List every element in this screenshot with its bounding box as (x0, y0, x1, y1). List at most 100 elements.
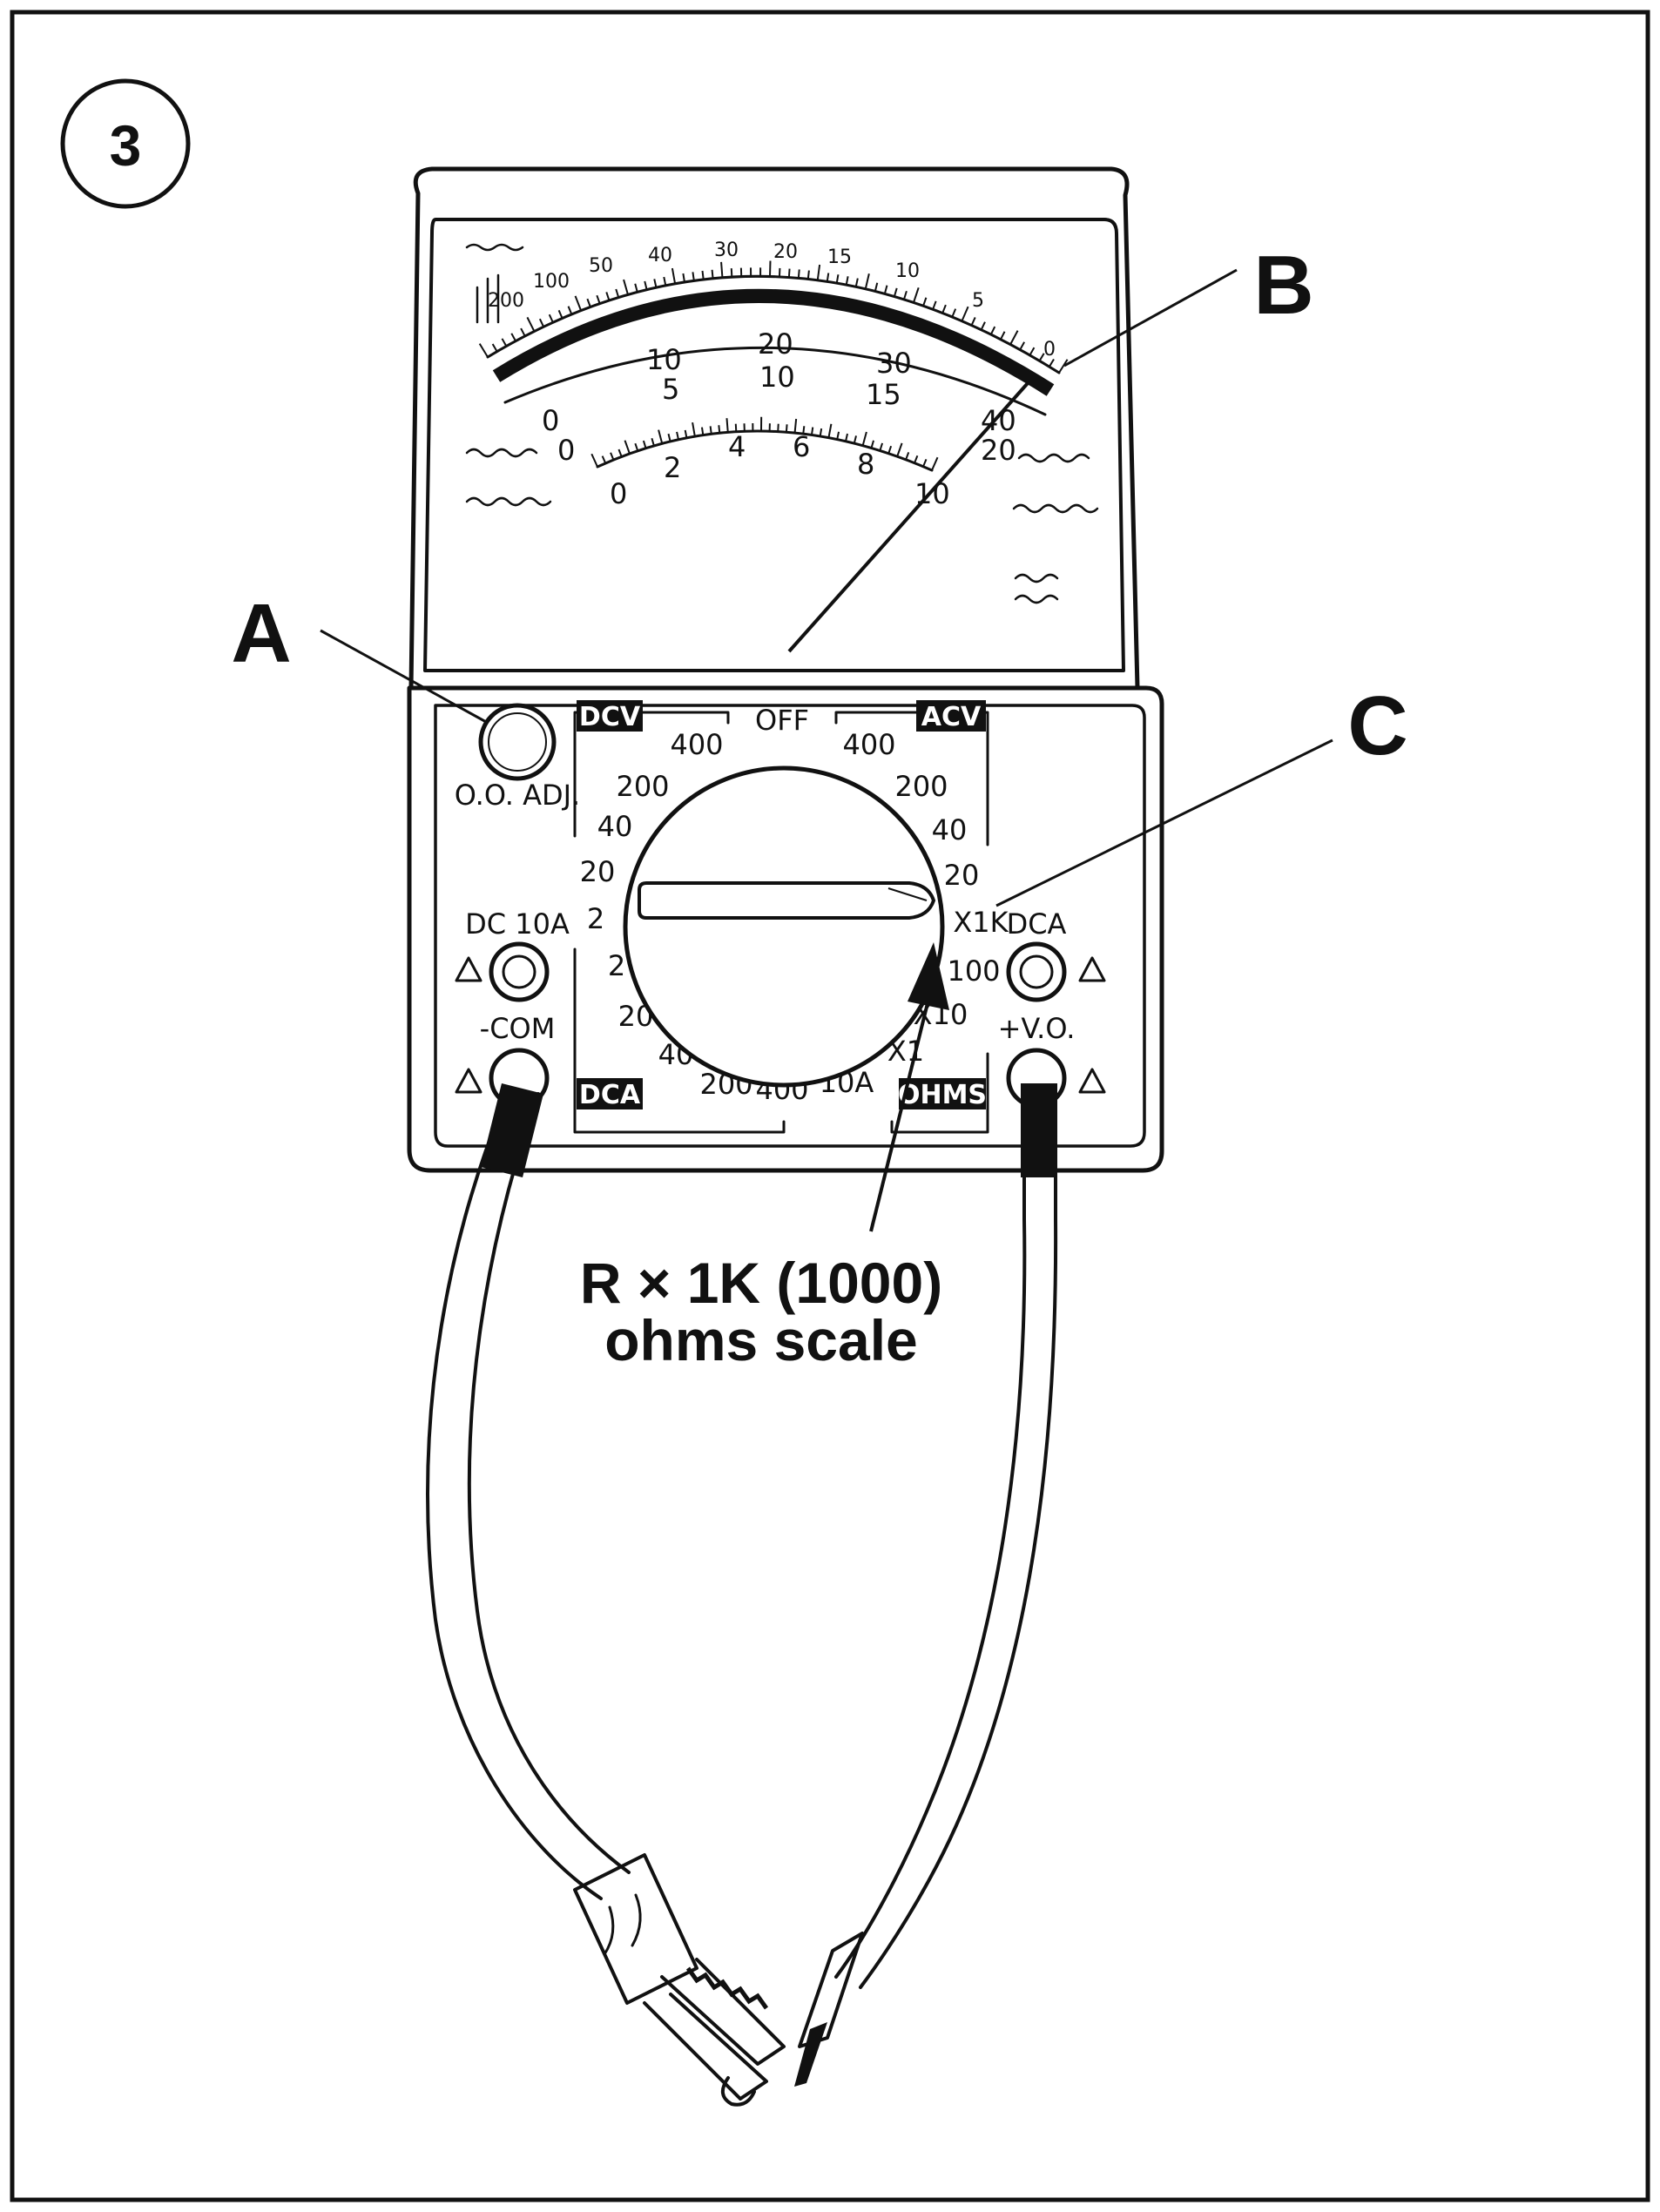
step-number: 3 (110, 113, 142, 178)
scale-label: 20 (981, 434, 1016, 467)
zero-adjust-control[interactable]: O.O. ADJ. (455, 703, 580, 812)
scale-tick (1019, 341, 1025, 351)
selector-dial[interactable] (623, 765, 945, 1088)
panel-face (434, 704, 1146, 1148)
callout-a-leader (320, 629, 489, 725)
alligator-clip-jaw-bottom (643, 1993, 768, 2101)
jack-dca-socket[interactable] (1006, 941, 1067, 1002)
ohms-scale-band (492, 288, 1055, 396)
scale-tick (1029, 347, 1036, 356)
callout-b-leader (1063, 268, 1238, 368)
zero-adjust-knob-ring (488, 712, 547, 772)
dcv-range-bracket (573, 711, 730, 838)
scale-tick (682, 273, 685, 283)
zero-adjust-knob[interactable] (478, 703, 557, 781)
dcv-range-labels: 400 200 40 20 2 (580, 728, 724, 935)
scale-tick (797, 269, 800, 279)
scale-tick (1048, 358, 1055, 368)
scale-tick (970, 317, 976, 326)
scale-tick (1009, 330, 1019, 345)
svg-text:OHMS: OHMS (898, 1080, 987, 1110)
caption-arrow-head (908, 942, 949, 1010)
scale-tick (870, 440, 874, 448)
ohms-badge: OHMS (898, 1078, 987, 1110)
scale-tick (478, 343, 489, 358)
probe-tip-right (798, 1932, 864, 2048)
range-label: 400 (670, 728, 723, 761)
ohms-tick-label: 10 (895, 260, 920, 282)
clip-boot-shading (603, 1893, 642, 1956)
figure-frame (10, 10, 1650, 2202)
scale-tick (624, 440, 631, 455)
dcv-badge: DCV (577, 700, 643, 732)
range-label: 2 (587, 902, 604, 935)
warning-icon (1078, 1068, 1106, 1094)
scale-tick (720, 261, 724, 278)
jack-vo-label: +V.O. (998, 1012, 1076, 1045)
scale-label: 10 (759, 361, 795, 394)
range-label: 2 (608, 949, 625, 982)
lead-right-outer (834, 1087, 1027, 1979)
scale-tick (605, 292, 611, 301)
scale-tick (634, 283, 638, 293)
range-label: X1K (953, 906, 1009, 939)
range-selector[interactable] (623, 765, 945, 1088)
dca-range-bracket (573, 948, 786, 1134)
scale-tick (663, 276, 667, 287)
jack-dc10a-socket[interactable] (489, 941, 550, 1002)
scale-tick (601, 455, 607, 464)
scale-tick (816, 264, 821, 280)
ohms-tick-label: 200 (488, 290, 524, 312)
scale-label: 20 (758, 327, 793, 361)
scale-tick (651, 437, 655, 447)
jack-dca-label: DCA (1007, 907, 1067, 941)
display-window (423, 218, 1125, 672)
clip-tip (721, 2076, 756, 2107)
scale-tick (610, 452, 615, 461)
ohms-tick-label: 100 (533, 271, 570, 293)
scale-tick (879, 442, 884, 451)
range-label: 20 (580, 855, 616, 888)
step-marker: 3 (60, 78, 191, 209)
scale-tick (596, 294, 601, 304)
svg-text:DCA: DCA (579, 1080, 641, 1110)
jack-dc10a[interactable]: DC 10A (465, 907, 570, 1002)
jack-dca[interactable]: DCA (1006, 907, 1067, 1002)
scale-tick (845, 433, 848, 442)
current-tick-marks (590, 416, 939, 471)
selector-knob-handle[interactable] (638, 881, 936, 920)
scale-tick (835, 274, 840, 284)
scale-tick (883, 285, 888, 294)
svg-text:ACV: ACV (921, 702, 982, 732)
scale-tick (709, 426, 712, 435)
probe-needle-right (794, 2022, 827, 2087)
scale-tick (961, 306, 969, 322)
scale-tick (692, 421, 696, 437)
panel-housing (407, 685, 1164, 1173)
scale-tick (785, 424, 788, 433)
ohms-tick-label: 50 (589, 255, 613, 277)
scale-tick (615, 288, 620, 298)
scale-tick (676, 431, 679, 440)
ohms-scale-labels: 200 100 50 40 30 20 15 10 5 0 (488, 239, 1056, 361)
scale-tick (853, 435, 857, 444)
scale-tick (931, 456, 939, 471)
scale-label: 0 (610, 477, 627, 510)
scale-tick (734, 423, 738, 432)
scale-tick (1058, 359, 1069, 374)
scale-tick (887, 445, 893, 455)
scale-label: 0 (557, 434, 575, 467)
jack-dc10a-label: DC 10A (465, 907, 570, 941)
scale-label: 10 (646, 343, 682, 376)
range-label: 40 (597, 810, 633, 843)
scale-tick (810, 427, 814, 435)
dca-badge: DCA (577, 1078, 643, 1110)
scale-tick (905, 451, 910, 461)
warning-icons (455, 956, 1106, 1094)
lead-right-inner (859, 1087, 1058, 1989)
scale-label: 30 (876, 347, 912, 380)
scale-tick (922, 297, 928, 307)
scale-tick (667, 433, 671, 442)
svg-text:DCV: DCV (579, 702, 641, 732)
